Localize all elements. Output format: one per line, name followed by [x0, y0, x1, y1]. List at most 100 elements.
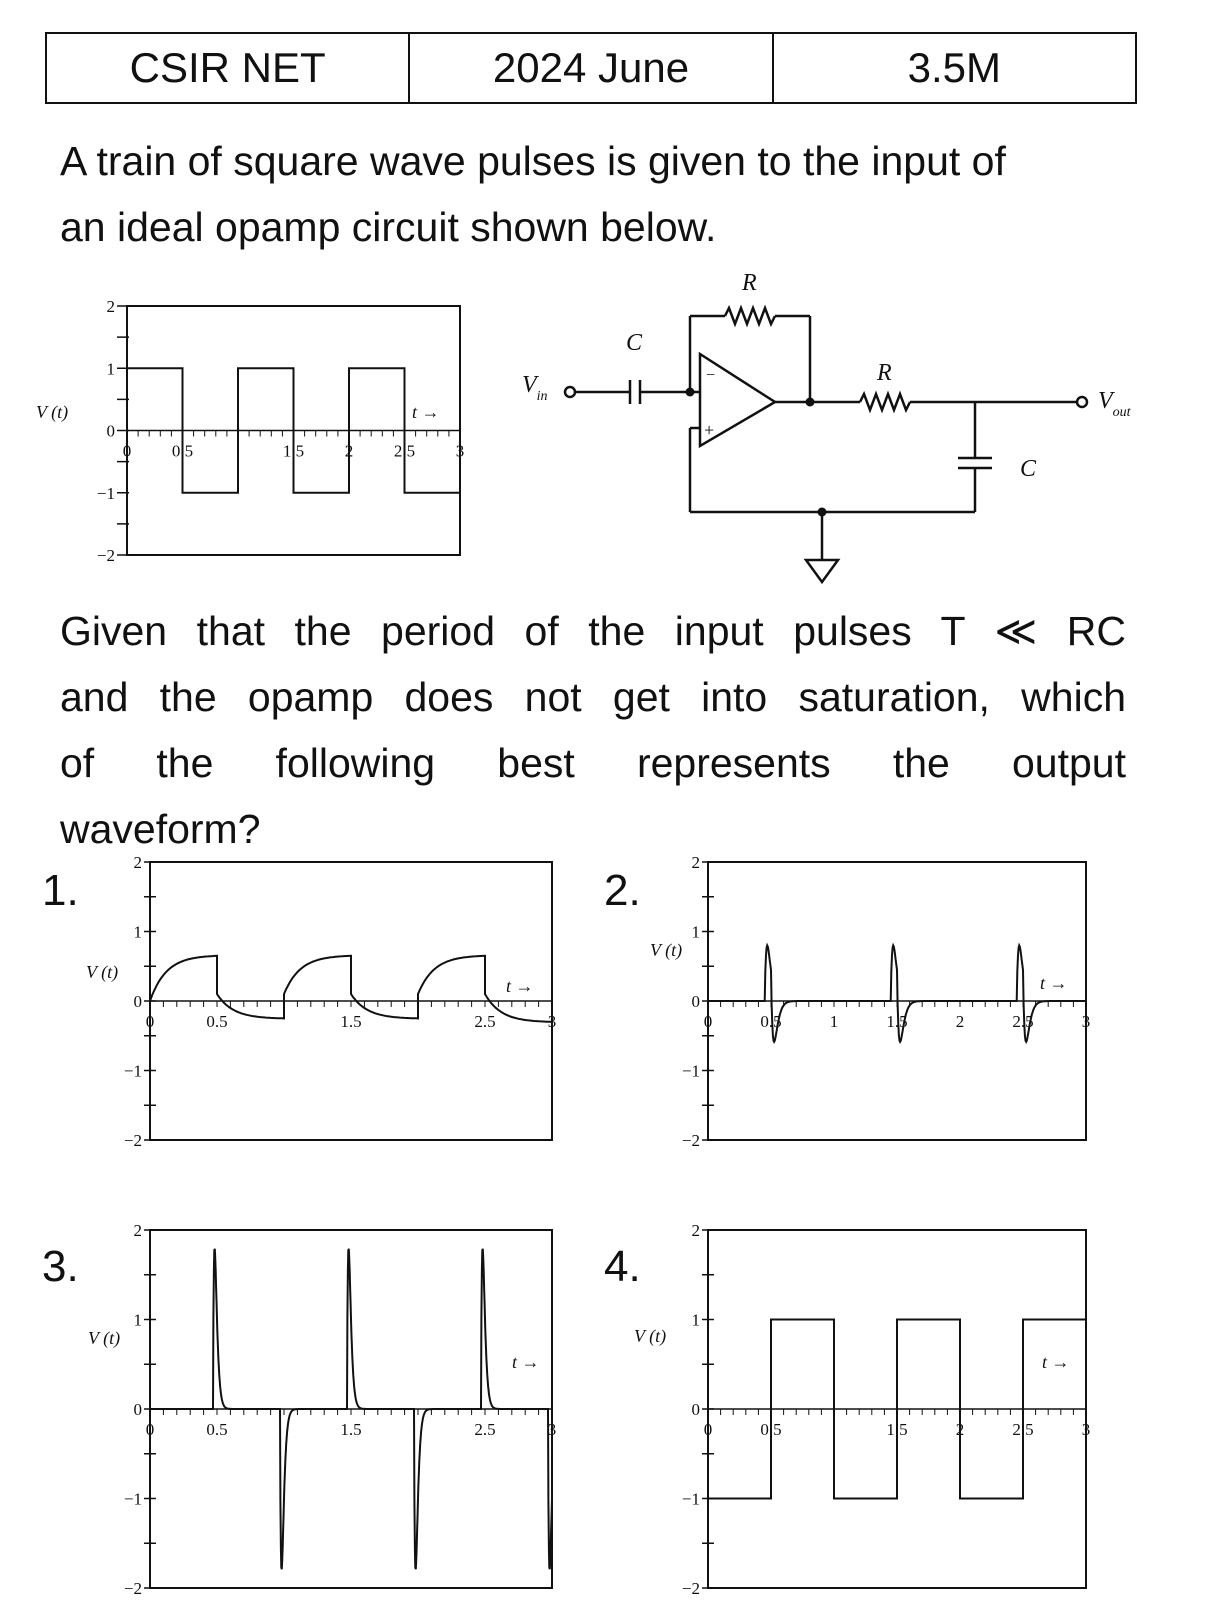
- y-axis-label: V (t): [88, 1328, 120, 1349]
- plot-frame: [149, 861, 553, 1141]
- x-tick-label: 0: [123, 442, 132, 461]
- option-number-2: 2.: [604, 866, 641, 915]
- vout-label: V: [1098, 388, 1115, 414]
- vin-terminal: [563, 385, 577, 399]
- option-number-1: 1.: [42, 866, 79, 915]
- option-number-3: 3.: [42, 1242, 79, 1291]
- x-tick-label: 0: [146, 1012, 155, 1031]
- header-marks: 3.5M: [907, 44, 1001, 91]
- y-tick-label: 1: [134, 923, 143, 942]
- opamp-plus: +: [704, 420, 714, 440]
- question-cont-3: of the following best represents the out…: [60, 740, 1126, 786]
- y-tick-label: −1: [682, 1062, 700, 1081]
- opamp-triangle: [698, 351, 778, 449]
- question-continuation: Given that the period of the input pulse…: [60, 598, 1126, 862]
- header-exam: CSIR NET: [47, 34, 411, 102]
- y-tick-label: 1: [692, 1311, 701, 1330]
- vin-sub: in: [537, 389, 548, 404]
- header-session: 2024 June: [410, 34, 774, 102]
- vin-label: V: [522, 372, 539, 398]
- series-line: [708, 1318, 1086, 1500]
- y-tick-label: −1: [124, 1062, 142, 1081]
- node-inverting: [685, 387, 695, 397]
- vout-terminal: [1075, 395, 1089, 409]
- x-tick-label: 0.5: [760, 1420, 781, 1439]
- x-tick-label: 1.5: [283, 442, 304, 461]
- resistor-feedback: [723, 304, 777, 328]
- x-tick-label: 0: [146, 1420, 155, 1439]
- x-tick-label: 2: [345, 442, 354, 461]
- svg-text:Vin: Vin: [522, 372, 548, 404]
- x-tick-label: 0.5: [206, 1420, 227, 1439]
- y-tick-label: −1: [682, 1490, 700, 1509]
- series-line: [150, 1248, 553, 1570]
- svg-text:Vout: Vout: [1098, 388, 1132, 420]
- question-line-2: an ideal opamp circuit shown below.: [60, 204, 717, 250]
- x-tick-label: 2: [956, 1012, 965, 1031]
- x-tick-label: 2.5: [474, 1420, 495, 1439]
- series-line: [149, 954, 553, 1023]
- y-tick-label: 0: [134, 1400, 143, 1419]
- cap-in-label: C: [626, 330, 643, 356]
- resistor-output: [858, 390, 912, 414]
- x-tick-label: 1.5: [340, 1012, 361, 1031]
- y-tick-label: 2: [134, 1221, 143, 1240]
- x-tick-label: 3: [548, 1420, 557, 1439]
- time-arrow-label: t →: [412, 402, 440, 422]
- question-cont-4: waveform?: [60, 806, 261, 852]
- plot-frame: [707, 1229, 1087, 1589]
- y-axis-label: V (t): [36, 402, 68, 423]
- plot-frame: [707, 861, 1087, 1141]
- y-tick-label: 0: [107, 422, 116, 441]
- question-cont-2: and the opamp does not get into saturati…: [60, 674, 1126, 720]
- y-tick-label: 2: [107, 297, 116, 316]
- y-tick-label: −2: [124, 1579, 142, 1598]
- node-output: [805, 397, 815, 407]
- node-ground: [817, 507, 827, 517]
- res-fb-label: R: [741, 270, 757, 296]
- header-table: CSIR NET 2024 June 3.5M: [45, 32, 1137, 104]
- time-arrow-label: t →: [506, 976, 534, 996]
- y-tick-label: 1: [107, 359, 116, 378]
- y-tick-label: 2: [692, 1221, 701, 1240]
- ground-symbol: [803, 558, 841, 585]
- y-tick-label: −2: [97, 546, 115, 565]
- time-arrow-label: t →: [512, 1352, 540, 1372]
- y-tick-label: 0: [134, 992, 143, 1011]
- x-tick-label: 2.5: [394, 442, 415, 461]
- x-tick-label: 2.5: [1012, 1012, 1033, 1031]
- res-out-label: R: [876, 360, 892, 386]
- y-axis-label: V (t): [634, 1326, 666, 1347]
- question-cont-1: Given that the period of the input pulse…: [60, 608, 1126, 654]
- x-tick-label: 3: [1082, 1420, 1091, 1439]
- question-line-1: A train of square wave pulses is given t…: [60, 138, 1006, 184]
- y-tick-label: 1: [134, 1311, 143, 1330]
- plot-frame: [149, 1229, 553, 1589]
- vout-sub: out: [1113, 405, 1132, 420]
- y-tick-label: −1: [97, 484, 115, 503]
- x-tick-label: 3: [1082, 1012, 1091, 1031]
- x-tick-label: 1.5: [340, 1420, 361, 1439]
- y-axis-label: V (t): [650, 940, 682, 961]
- time-arrow-label: t →: [1042, 1352, 1070, 1372]
- y-tick-label: 1: [692, 923, 701, 942]
- x-tick-label: 0.5: [206, 1012, 227, 1031]
- cap-out-label: C: [1020, 456, 1037, 482]
- y-tick-label: 0: [692, 1400, 701, 1419]
- x-tick-label: 2.5: [474, 1012, 495, 1031]
- y-tick-label: 0: [692, 992, 701, 1011]
- y-tick-label: −2: [682, 1131, 700, 1150]
- x-tick-label: 2.5: [1012, 1420, 1033, 1439]
- y-axis-label: V (t): [86, 962, 118, 983]
- x-tick-label: 1.5: [886, 1420, 907, 1439]
- y-tick-label: −2: [124, 1131, 142, 1150]
- x-tick-label: 3: [548, 1012, 557, 1031]
- x-tick-label: 1.5: [886, 1012, 907, 1031]
- y-tick-label: −2: [682, 1579, 700, 1598]
- x-tick-label: 0.5: [760, 1012, 781, 1031]
- x-tick-label: 3: [456, 442, 465, 461]
